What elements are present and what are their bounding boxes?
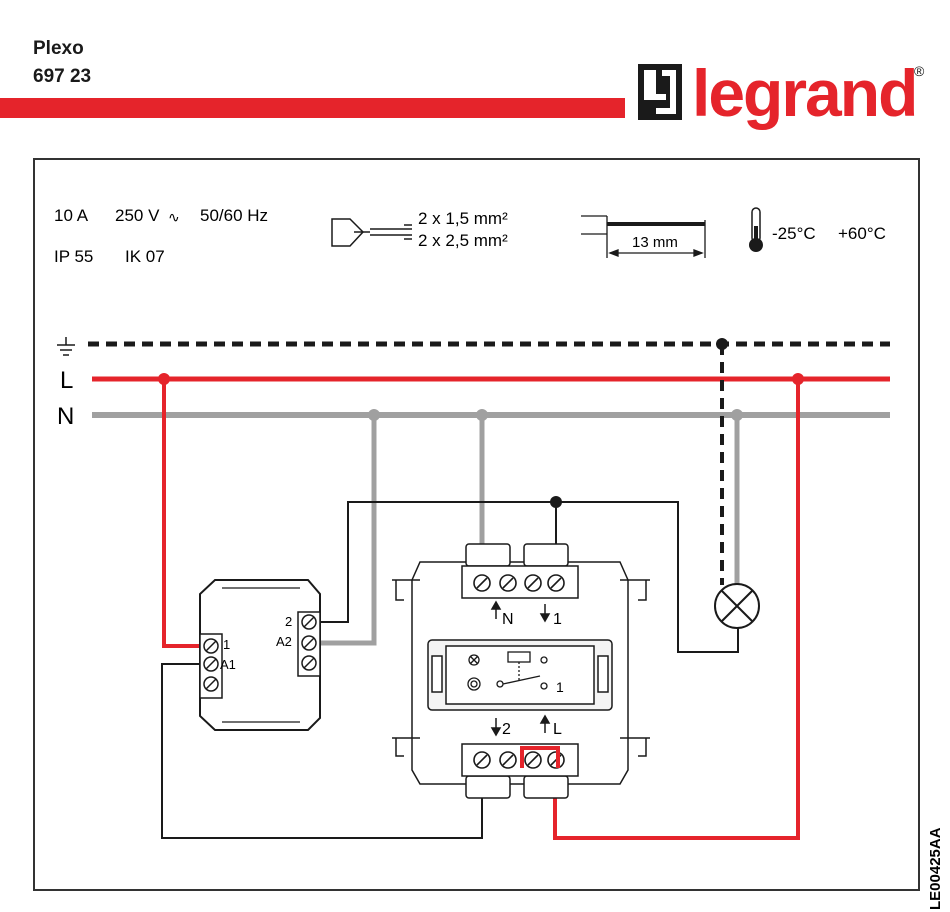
- wire-connector-icon: [331, 218, 412, 247]
- control-junction: [550, 496, 562, 508]
- relay-screw-terminals-left: [199, 633, 223, 699]
- registered-mark: ®: [914, 63, 925, 79]
- neutral-junction-1: [368, 409, 380, 421]
- switch-screw-terminals-top: [473, 574, 565, 592]
- relay-a1-to-switch-wire: [161, 663, 483, 839]
- spec-ik: IK 07: [125, 247, 165, 266]
- wire-size-1: 2 x 1,5 mm²: [418, 209, 508, 228]
- relay-screw-terminals-right: [297, 611, 321, 677]
- neutral-label: N: [57, 403, 74, 430]
- live-junction-right: [792, 373, 804, 385]
- spec-ip: IP 55: [54, 247, 93, 266]
- relay-terminal-a1: A1: [220, 657, 236, 672]
- relay-terminal-a2: A2: [276, 634, 292, 649]
- relay-module: 1 A1 2 A2: [199, 579, 321, 731]
- document-ref-text: LE00425AA: [927, 827, 944, 910]
- relay-terminal-1: 1: [223, 637, 230, 652]
- ac-symbol-icon: ∿: [168, 209, 180, 225]
- strip-length-icon: [581, 215, 706, 258]
- legrand-logo: legrand ®: [638, 56, 925, 130]
- temp-min: -25°C: [772, 224, 816, 243]
- brand-wordmark: legrand: [692, 56, 916, 130]
- switch-label-n: N: [502, 611, 514, 628]
- switch-arrows: [490, 600, 551, 737]
- thermometer-icon: [749, 207, 763, 252]
- switch-label-2: 2: [502, 721, 511, 738]
- earth-junction: [716, 338, 728, 350]
- strip-length: 13 mm: [632, 234, 678, 251]
- switch-contact-symbol: [467, 651, 548, 691]
- wire-size-2: 2 x 2,5 mm²: [418, 231, 508, 250]
- live-junction-left: [158, 373, 170, 385]
- live-to-relay-wire: [162, 379, 205, 648]
- spec-rating: 10 A: [54, 206, 89, 225]
- spec-frequency: 50/60 Hz: [200, 206, 268, 225]
- relay-terminal-2: 2: [285, 614, 292, 629]
- diagram-frame: [33, 158, 920, 891]
- switch-label-1-top: 1: [553, 611, 562, 628]
- neutral-junction-3: [731, 409, 743, 421]
- switch-label-l: L: [553, 721, 562, 738]
- document-reference: LE00425AA: [927, 827, 944, 910]
- internal-live-bridge: [520, 746, 560, 768]
- switch-mechanism: [392, 543, 650, 799]
- temp-max: +60°C: [838, 224, 886, 243]
- relay-to-lamp-wire: [318, 501, 739, 653]
- neutral-junction-2: [476, 409, 488, 421]
- product-code: 697 23: [33, 66, 92, 87]
- earth-icon: [57, 337, 75, 356]
- neutral-to-relay-wire: [318, 415, 377, 646]
- spec-voltage: 250 V: [115, 206, 160, 225]
- live-label: L: [60, 367, 73, 394]
- lamp-icon: [714, 583, 760, 629]
- product-line: Plexo: [33, 38, 84, 59]
- header-red-bar: [0, 98, 625, 118]
- switch-label-1-inner: 1: [556, 679, 564, 695]
- live-to-switch-wire: [553, 379, 800, 840]
- legrand-emblem-icon: [638, 64, 682, 120]
